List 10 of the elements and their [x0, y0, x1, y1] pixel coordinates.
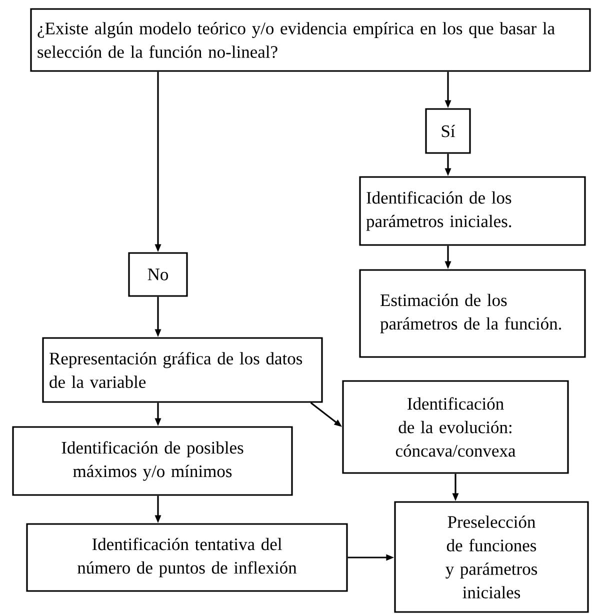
answer-box: Sí [425, 108, 471, 154]
process-box: Preselección de funciones y parámetros iniciales [394, 501, 589, 613]
process-box: Representación gráfica de los datos de la variable [42, 337, 323, 403]
process-box: ¿Existe algún modelo teórico y/o evidencia empírica en los que basar la selección de la función no-lineal? [30, 8, 591, 72]
process-box: Identificación tentativa del número de puntos de inflexión [26, 523, 348, 592]
answer-box: No [128, 252, 188, 297]
process-box: Identificación de los parámetros iniciales. [359, 176, 586, 246]
process-box: Identificación de posibles máximos y/o mínimos [12, 426, 293, 496]
process-box: Estimación de los parámetros de la función. [359, 269, 586, 358]
process-box: Identificación de la evolución: cóncava/convexa [342, 380, 569, 474]
